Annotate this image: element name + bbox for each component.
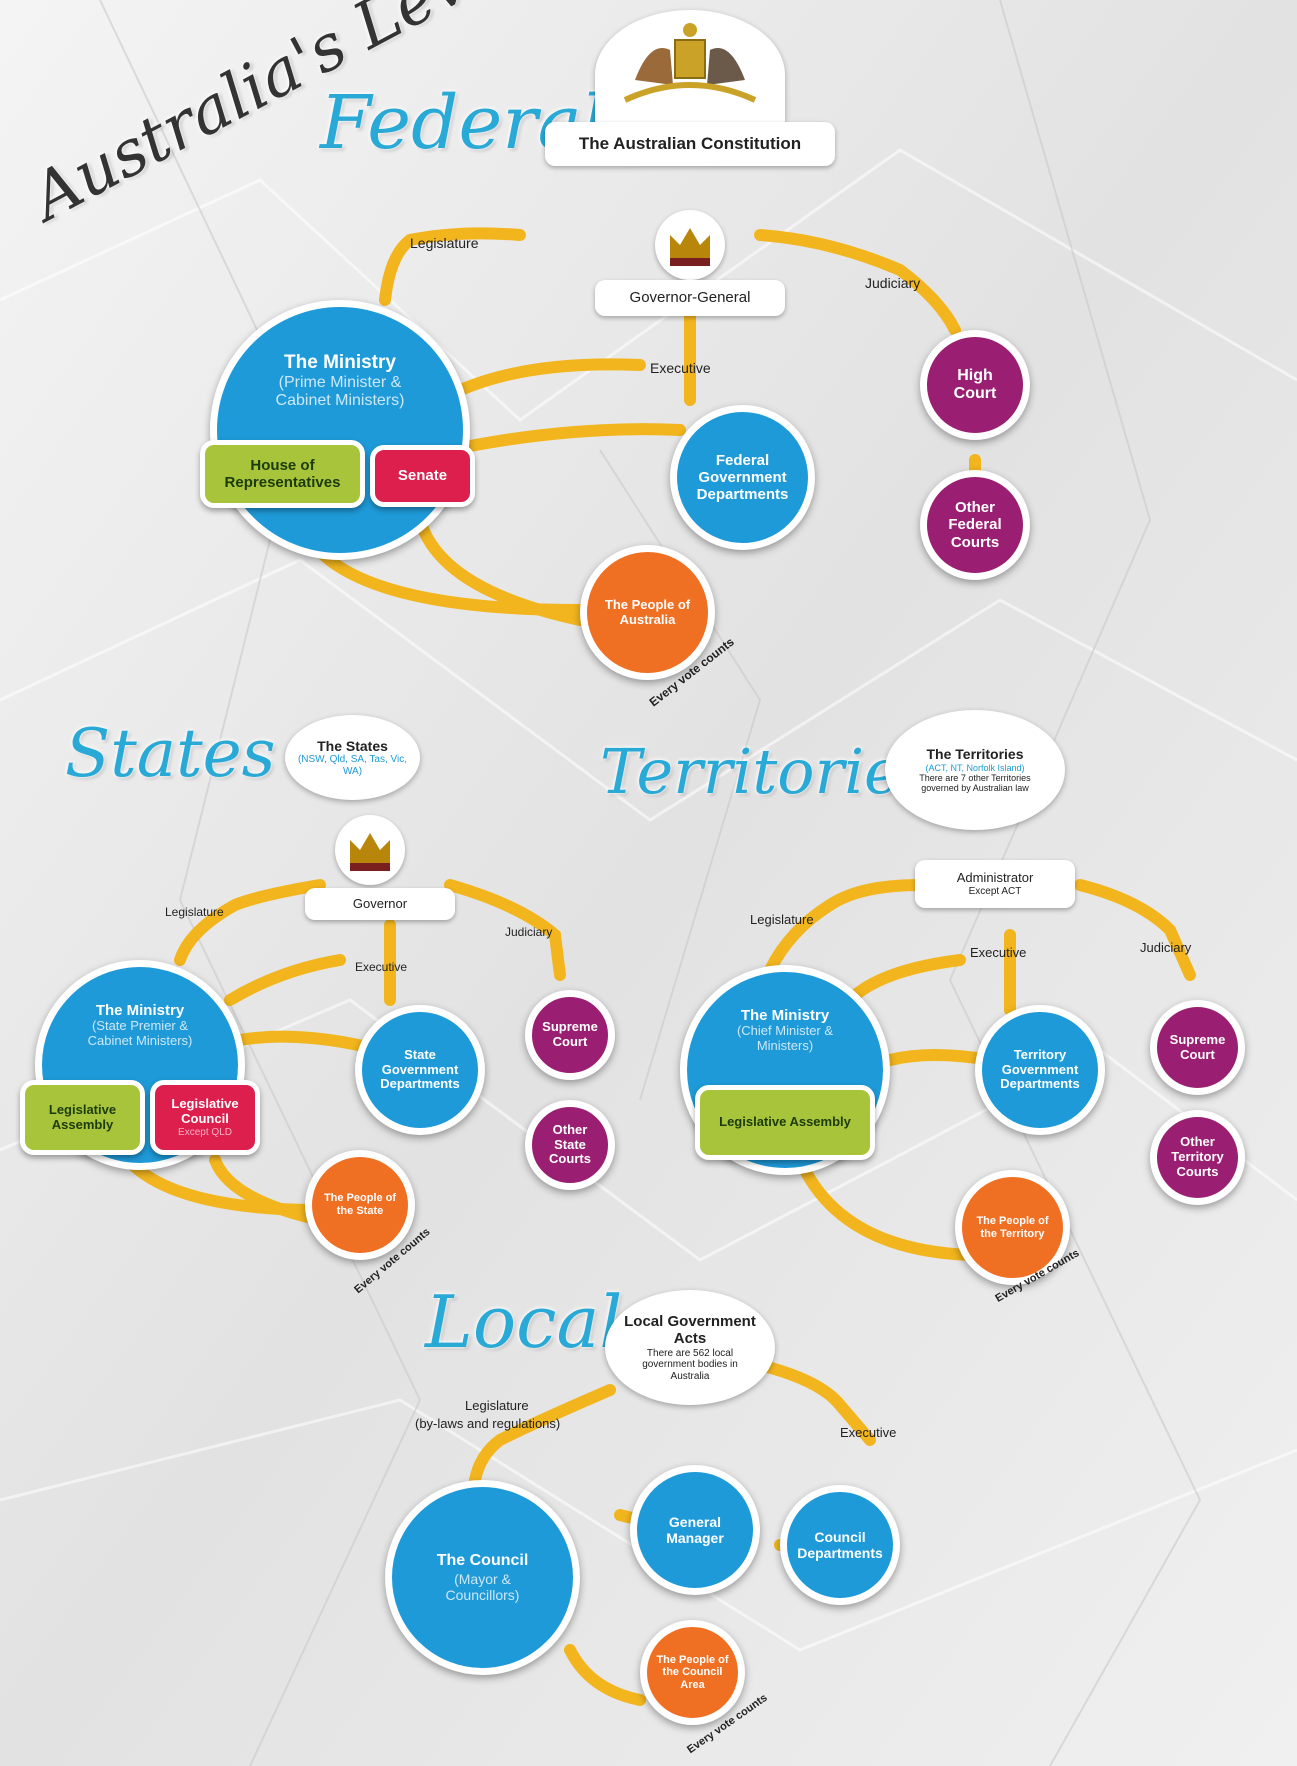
states-box-sub: (NSW, Qld, SA, Tas, Vic, WA) xyxy=(297,754,408,777)
local-legislature-label: Legislature xyxy=(465,1398,529,1413)
people-of-council-area-circle: The People of the Council Area xyxy=(640,1620,745,1725)
local-legislature-sub: (by-laws and regulations) xyxy=(415,1416,561,1431)
local-acts-note: There are 562 local government bodies in… xyxy=(642,1347,738,1382)
federal-ministry-circle: The Ministry (Prime Minister & Cabinet M… xyxy=(210,300,470,560)
administrator-note: Except ACT xyxy=(968,885,1022,897)
territories-heading: Territories xyxy=(600,735,933,808)
people-of-australia-circle: The People of Australia xyxy=(580,545,715,680)
people-of-state-circle: The People of the State xyxy=(305,1150,415,1260)
constitution-box: The Australian Constitution xyxy=(545,122,835,166)
states-box-title: The States xyxy=(317,737,388,754)
coat-of-arms-emblem xyxy=(595,10,785,140)
general-manager-circle: General Manager xyxy=(630,1465,760,1595)
territory-departments-circle: Territory Government Departments xyxy=(975,1005,1105,1135)
territory-supreme-court-circle: Supreme Court xyxy=(1150,1000,1245,1095)
territories-box-sub: (ACT, NT, Norfolk Island) xyxy=(925,762,1025,773)
territories-legislative-assembly: Legislative Assembly xyxy=(695,1085,875,1160)
council-note: Except QLD xyxy=(178,1126,232,1138)
states-ministry-title: The Ministry xyxy=(95,1002,185,1019)
states-executive-label: Executive xyxy=(355,960,408,974)
local-acts-title: Local Government Acts xyxy=(624,1313,756,1348)
territories-ministry-sub: (Chief Minister & Ministers) xyxy=(736,1023,834,1054)
house-of-representatives: House of Representatives xyxy=(200,440,365,508)
council-departments-circle: Council Departments xyxy=(780,1485,900,1605)
senate: Senate xyxy=(370,445,475,507)
federal-ministry-sub: (Prime Minister & Cabinet Ministers) xyxy=(275,373,405,410)
other-federal-courts-circle: Other Federal Courts xyxy=(920,470,1030,580)
governor-box: Governor xyxy=(305,888,455,920)
local-heading: Local xyxy=(425,1280,623,1364)
territories-legislature-label: Legislature xyxy=(750,912,814,927)
other-state-courts-circle: Other State Courts xyxy=(525,1100,615,1190)
crown-icon xyxy=(335,815,405,885)
states-heading: States xyxy=(65,715,276,792)
federal-departments-circle: Federal Government Departments xyxy=(670,405,815,550)
council-sub: (Mayor & Councillors) xyxy=(445,1570,520,1603)
states-legislature-label: Legislature xyxy=(165,905,224,919)
territories-box: The Territories (ACT, NT, Norfolk Island… xyxy=(885,710,1065,830)
states-legislative-assembly: Legislative Assembly xyxy=(20,1080,145,1155)
federal-ministry-title: The Ministry xyxy=(284,352,396,373)
federal-executive-label: Executive xyxy=(650,360,711,376)
council-title: The Council xyxy=(436,1552,529,1570)
states-ministry-sub: (State Premier & Cabinet Ministers) xyxy=(87,1018,193,1049)
territories-ministry-title: The Ministry xyxy=(740,1007,830,1024)
people-of-territory-circle: The People of the Territory xyxy=(955,1170,1070,1285)
states-legislative-council: Legislative Council Except QLD xyxy=(150,1080,260,1155)
governor-general-box: Governor-General xyxy=(595,280,785,316)
territories-box-note: There are 7 other Territories governed b… xyxy=(919,772,1031,794)
territories-judiciary-label: Judiciary xyxy=(1140,940,1192,955)
crown-icon xyxy=(655,210,725,280)
council-circle: The Council (Mayor & Councillors) xyxy=(385,1480,580,1675)
other-territory-courts-circle: Other Territory Courts xyxy=(1150,1110,1245,1205)
states-judiciary-label: Judiciary xyxy=(505,925,553,939)
council-label: Legislative Council xyxy=(171,1095,239,1126)
federal-legislature-label: Legislature xyxy=(410,235,479,251)
territories-box-title: The Territories xyxy=(926,746,1024,763)
high-court-circle: High Court xyxy=(920,330,1030,440)
state-departments-circle: State Government Departments xyxy=(355,1005,485,1135)
states-box: The States (NSW, Qld, SA, Tas, Vic, WA) xyxy=(285,715,420,800)
supreme-court-circle: Supreme Court xyxy=(525,990,615,1080)
federal-judiciary-label: Judiciary xyxy=(865,275,921,291)
local-executive-label: Executive xyxy=(840,1425,897,1440)
local-acts-box: Local Government Acts There are 562 loca… xyxy=(605,1290,775,1405)
administrator-box: Administrator Except ACT xyxy=(915,860,1075,908)
territories-executive-label: Executive xyxy=(970,945,1027,960)
administrator-label: Administrator xyxy=(956,869,1034,885)
